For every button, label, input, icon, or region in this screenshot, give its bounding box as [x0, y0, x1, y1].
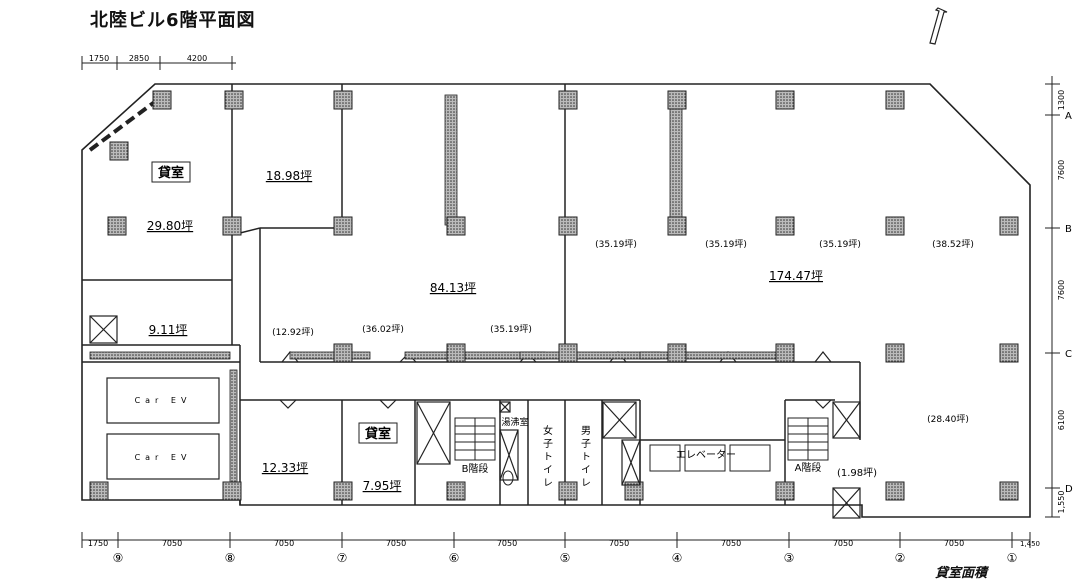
stairs-a	[787, 417, 829, 461]
row-label-a: A	[1065, 111, 1072, 122]
area-17447: 174.47坪	[769, 269, 823, 283]
stairs-b	[454, 417, 496, 461]
area-8413: 84.13坪	[430, 281, 476, 295]
row-markers: A B C D	[1065, 111, 1073, 495]
plan-title: 北陸ビル6階平面図	[90, 10, 256, 31]
column-markers: ⑨ ⑧ ⑦ ⑥ ⑤ ④ ③ ② ①	[113, 551, 1018, 565]
sub-area-198: (1.98坪)	[837, 466, 877, 479]
area-795: 7.95坪	[363, 479, 402, 493]
room-label-rental-s: 貸室	[365, 426, 391, 442]
right-dim-1: 1300	[1057, 90, 1066, 110]
bottom-dim-3: 7050	[274, 539, 294, 548]
col-label-9: ⑨	[113, 551, 124, 565]
right-dims: 1300 7600 7600 6100 1,550	[1057, 90, 1066, 514]
bottom-dim-2: 7050	[162, 539, 182, 548]
top-dim-3: 4200	[187, 54, 207, 63]
right-dim-5: 1,550	[1057, 491, 1066, 514]
col-label-2: ②	[895, 551, 906, 565]
sub-area-3519-d: (35.19坪)	[819, 239, 861, 250]
row-label-b: B	[1065, 224, 1072, 235]
right-dim-4: 6100	[1057, 410, 1066, 430]
shafts	[89, 315, 861, 519]
sub-area-3519-b: (35.19坪)	[595, 239, 637, 250]
col-label-3: ③	[784, 551, 795, 565]
col-label-7: ⑦	[337, 551, 348, 565]
right-dimension-line	[1045, 76, 1060, 518]
womens-toilet-label: 女子トイレ	[541, 424, 553, 490]
car-ev-label-1: Car EV	[135, 396, 192, 405]
area-1233: 12.33坪	[262, 461, 308, 475]
kitchen-label: 湯沸室	[501, 416, 528, 428]
north-arrow-icon	[929, 7, 948, 45]
sub-area-3602: (36.02坪)	[362, 324, 404, 335]
bottom-dim-10: 1,450	[1020, 540, 1040, 548]
bottom-dim-1: 1750	[88, 539, 108, 548]
bottom-dim-8: 7050	[833, 539, 853, 548]
sub-area-3519-c: (35.19坪)	[705, 239, 747, 250]
sub-area-3519-a: (35.19坪)	[490, 324, 532, 335]
toilet-fixture-icon	[502, 470, 514, 486]
bottom-dim-6: 7050	[609, 539, 629, 548]
interior-walls	[82, 84, 861, 505]
top-dim-2: 2850	[129, 54, 149, 63]
right-dim-3: 7600	[1057, 280, 1066, 300]
outer-wall	[81, 83, 1031, 518]
sub-area-1292: (12.92坪)	[272, 327, 314, 338]
area-2980: 29.80坪	[147, 219, 193, 233]
elevator-hall-label: エレベーター	[676, 449, 736, 461]
bottom-dim-9: 7050	[944, 539, 964, 548]
row-label-d: D	[1065, 484, 1073, 495]
sub-area-3852: (38.52坪)	[932, 239, 974, 250]
col-label-6: ⑥	[449, 551, 460, 565]
mens-toilet-label: 男子トイレ	[579, 425, 591, 490]
bottom-dim-4: 7050	[386, 539, 406, 548]
car-ev-label-2: Car EV	[135, 453, 192, 462]
top-dim-1: 1750	[89, 54, 109, 63]
right-dim-2: 7600	[1057, 160, 1066, 180]
col-label-1: ①	[1007, 551, 1018, 565]
structural-columns	[89, 90, 1019, 501]
room-label-rental-nw: 貸室	[158, 165, 184, 181]
top-dimension-line	[81, 56, 236, 70]
area-911: 9.11坪	[149, 323, 188, 337]
legend-rental-area: 貸室面積	[935, 566, 988, 581]
area-1898: 18.98坪	[266, 169, 312, 183]
hatched-walls	[89, 94, 791, 501]
bottom-dimension-line	[81, 532, 1031, 548]
car-ev-boxes	[106, 377, 220, 480]
stairs-b-label: B階段	[462, 462, 489, 475]
bottom-dim-5: 7050	[497, 539, 517, 548]
col-label-5: ⑤	[560, 551, 571, 565]
sub-area-2840: (28.40坪)	[927, 414, 969, 425]
col-label-4: ④	[672, 551, 683, 565]
elevator-cars	[649, 444, 771, 472]
col-label-8: ⑧	[225, 551, 236, 565]
bottom-dim-7: 7050	[721, 539, 741, 548]
row-label-c: C	[1065, 349, 1072, 360]
stairs-a-label: A階段	[795, 461, 822, 474]
